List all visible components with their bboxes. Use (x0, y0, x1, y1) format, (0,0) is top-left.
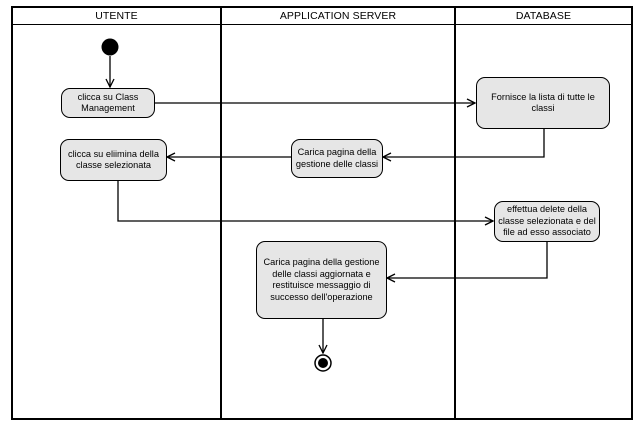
action-label: Carica pagina della gestione delle class… (263, 257, 380, 302)
swimlane-header-utente: UTENTE (13, 8, 220, 25)
swimlane-database: DATABASE (454, 6, 633, 420)
flow-lista-classi-to-carica-pagina (383, 128, 545, 157)
action-effettua-delete: effettua delete della classe selezionata… (494, 201, 600, 242)
swimlane-header-database: DATABASE (456, 8, 631, 25)
flow-elimina-to-delete (117, 181, 493, 221)
action-label: Fornisce la lista di tutte le classi (491, 91, 595, 114)
action-clicca-elimina: clicca su eliimina della classe selezion… (60, 139, 167, 181)
flow-delete-to-carica-aggiornata (387, 242, 548, 278)
action-label: Carica pagina della gestione delle class… (295, 147, 379, 169)
action-label: clicca su Class Management (77, 91, 139, 114)
action-label: effettua delete della classe selezionata… (498, 204, 596, 238)
action-label: clicca su eliimina della classe selezion… (68, 148, 159, 171)
action-carica-pagina-gestione: Carica pagina della gestione delle class… (291, 139, 383, 178)
start-node (101, 38, 119, 56)
swimlane-header-application-server: APPLICATION SERVER (222, 8, 454, 25)
end-node-inner (318, 358, 328, 368)
action-carica-pagina-aggiornata: Carica pagina della gestione delle class… (256, 241, 387, 319)
action-clicca-class-management: clicca su Class Management (61, 88, 155, 118)
action-fornisce-lista-classi: Fornisce la lista di tutte le classi (476, 77, 610, 129)
